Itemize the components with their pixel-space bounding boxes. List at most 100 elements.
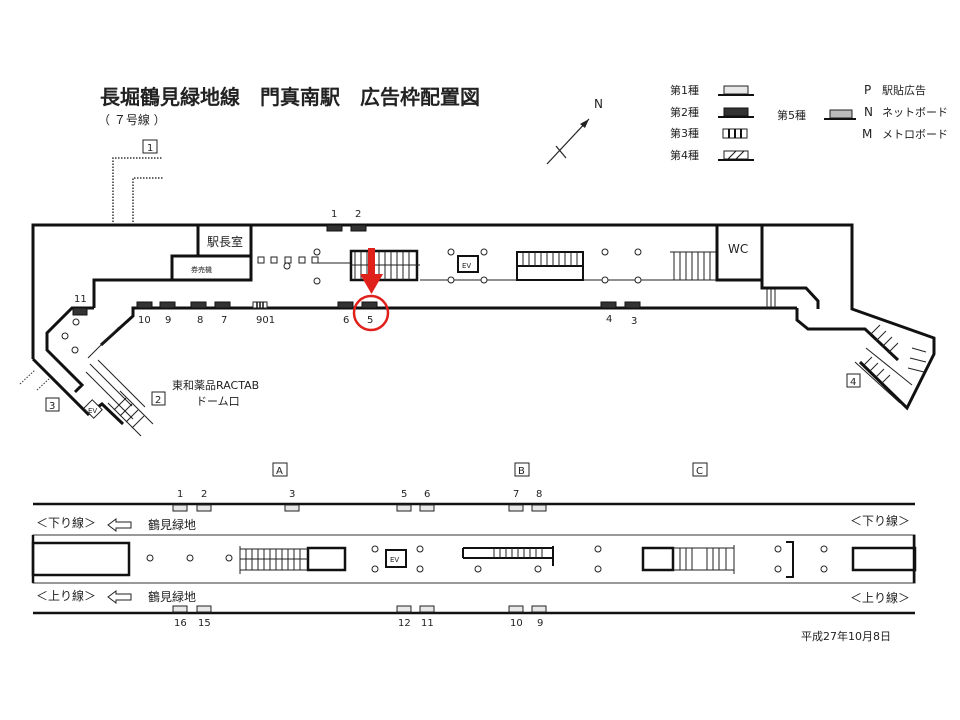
exit-3-label: 3 — [49, 401, 55, 412]
stairs-middle — [516, 251, 584, 281]
left-arrow-icon — [107, 590, 132, 604]
ad-label: 7 — [221, 315, 227, 326]
direction-label-up: 鶴見緑地 — [148, 589, 196, 604]
ad-slot — [196, 605, 212, 613]
type2-symbol-icon — [718, 107, 754, 118]
ad-label: 9 — [165, 315, 171, 326]
exit-4-label: 4 — [850, 377, 856, 388]
highlight-marker — [352, 248, 390, 332]
type5-symbol-icon — [824, 109, 856, 120]
down-line-label-left: ＜下り線＞ — [36, 515, 96, 530]
ticket-machines: 券売機 — [191, 265, 212, 274]
ad-label: 10 — [138, 315, 151, 326]
up-line-label-right: ＜上り線＞ — [850, 590, 910, 605]
ad-slot — [531, 605, 547, 613]
ticket-gates — [257, 256, 720, 281]
ad-slot — [508, 504, 524, 512]
ad-slot-type3 — [252, 301, 268, 309]
ad-slot — [136, 301, 153, 309]
ad-slot — [419, 504, 435, 512]
exit-3-marker — [45, 397, 60, 412]
ad-slot — [419, 605, 435, 613]
platform-ad-slots-top: 1 2 3 5 6 7 8 — [172, 489, 547, 512]
ad-slot — [284, 504, 300, 512]
up-line-label-left: ＜上り線＞ — [36, 588, 96, 603]
legend-type3: 第3種 — [670, 126, 699, 140]
ad-slot — [214, 301, 231, 309]
ad-label: 8 — [197, 315, 203, 326]
ad-label: 11 — [74, 294, 87, 305]
ad-slot — [396, 504, 412, 512]
exit-2-label: 2 — [155, 395, 161, 406]
platform-pillars — [146, 545, 828, 573]
svg-text:EV: EV — [462, 262, 471, 270]
north-arrow-icon: N — [546, 97, 603, 165]
ad-slot — [531, 504, 547, 512]
revision-date: 平成27年10月8日 — [801, 629, 891, 643]
ad-label: 5 — [401, 489, 407, 500]
ad-label: 1 — [177, 489, 183, 500]
concourse-ad-slots: 1 2 11 10 9 8 7 901 6 5 4 3 — [72, 209, 641, 327]
platform-stairs-c — [641, 545, 735, 574]
svg-text:EV: EV — [390, 556, 399, 564]
station-master-room: 駅長室 — [207, 234, 243, 249]
zone-c-marker — [692, 462, 708, 477]
type4-symbol-icon — [718, 150, 754, 161]
stairs-exit-2: EV — [83, 326, 154, 437]
legend-code-n: N — [864, 105, 873, 119]
ad-label: 15 — [198, 618, 211, 629]
ad-slot — [190, 301, 207, 309]
exit-1-label: 1 — [147, 143, 153, 154]
concourse-plan: 1 駅長室 券売機 EV — [19, 139, 936, 437]
ad-label: 2 — [201, 489, 207, 500]
legend-label-p: 駅貼広告 — [882, 83, 926, 97]
pillars — [61, 248, 642, 354]
ad-label: 3 — [289, 489, 295, 500]
page-title: 長堀鶴見緑地線 門真南駅 広告枠配置図 — [100, 85, 480, 109]
zone-c-label: C — [696, 466, 703, 477]
ad-label: 9 — [537, 618, 543, 629]
down-line-label-right: ＜下り線＞ — [850, 513, 910, 528]
ad-label: 2 — [355, 209, 361, 220]
exit-2-marker — [151, 391, 166, 406]
ev-platform: EV — [385, 549, 407, 568]
exit-4-marker — [846, 373, 861, 388]
legend-type5: 第5種 — [777, 108, 806, 122]
ad-slot — [350, 224, 367, 232]
ad-label: 4 — [606, 314, 612, 325]
ad-slot — [72, 307, 88, 316]
stairs-exit-4 — [854, 324, 927, 404]
legend-code-p: P — [864, 83, 871, 97]
ad-slot — [337, 301, 354, 309]
exit-2-name: 東和薬品RACTAB — [172, 379, 259, 392]
platform-end-room-left — [31, 541, 131, 577]
ad-slot-highlighted — [361, 301, 378, 309]
ad-slot — [624, 301, 641, 309]
ad-label: 16 — [174, 618, 187, 629]
ad-label: 901 — [256, 315, 275, 326]
exit-1-marker — [142, 139, 158, 154]
ev-exit-2: EV — [88, 407, 97, 415]
type1-symbol-icon — [718, 85, 754, 96]
legend-code-m: M — [862, 127, 872, 141]
left-arrow-icon — [107, 518, 132, 532]
ad-label: 3 — [631, 316, 637, 327]
exit-2-subname: ドーム口 — [196, 395, 240, 408]
line-subtitle: （ ７号線 ） — [98, 112, 166, 127]
legend-label-n: ネットボード — [882, 106, 948, 119]
direction-label-down: 鶴見緑地 — [148, 517, 196, 532]
zone-a-label: A — [276, 466, 283, 477]
platform-stairs-a — [239, 546, 347, 574]
ad-slot — [159, 301, 176, 309]
ad-label: 12 — [398, 618, 411, 629]
ad-label: 11 — [421, 618, 434, 629]
ad-slot — [326, 224, 343, 232]
type3-symbol-icon — [722, 128, 748, 139]
platform-ad-slots-bottom: 16 15 12 11 10 9 — [172, 605, 547, 629]
platform-stairs-b — [462, 546, 554, 566]
ad-label: 7 — [513, 489, 519, 500]
legend-label-m: メトロボード — [882, 128, 948, 141]
legend-type2: 第2種 — [670, 105, 699, 119]
ad-slot — [600, 301, 617, 309]
